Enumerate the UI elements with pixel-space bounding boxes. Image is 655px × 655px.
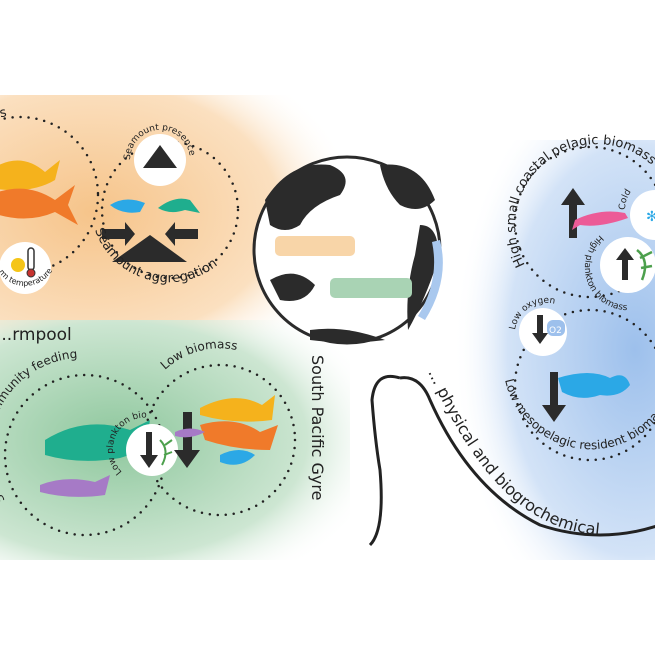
orange-tuna-icon bbox=[200, 421, 278, 450]
plankton-icon bbox=[159, 439, 173, 466]
upwelling-marker bbox=[418, 240, 443, 320]
connector-curve bbox=[399, 376, 655, 537]
connector-curve-left bbox=[368, 374, 401, 547]
north-america-landmass bbox=[380, 164, 435, 209]
arrow-down-icon bbox=[174, 412, 200, 468]
tunas-circle bbox=[0, 115, 100, 275]
arrow-right-icon bbox=[102, 222, 135, 246]
orange-tuna-icon bbox=[0, 185, 78, 225]
teal-fish-icon bbox=[158, 198, 200, 213]
thermometer-icon bbox=[27, 247, 35, 271]
warmpool-title: ...rmpool bbox=[0, 325, 72, 345]
arrow-down-icon bbox=[140, 432, 158, 468]
low-biomass-circle bbox=[143, 363, 297, 517]
antarctica-landmass bbox=[310, 328, 385, 343]
seamount-icon bbox=[143, 145, 177, 168]
snowflake-icon: ✻ bbox=[646, 209, 655, 225]
south-america-landmass bbox=[407, 225, 439, 330]
blue-fish-icon bbox=[110, 199, 145, 213]
sun-icon bbox=[11, 258, 25, 272]
oxygen-cloud-icon bbox=[547, 320, 565, 336]
yellow-tuna-icon bbox=[200, 395, 275, 422]
arrow-down-icon bbox=[542, 372, 566, 422]
coastal-pelagic-circle bbox=[513, 145, 655, 299]
oxygen-symbol: O2 bbox=[549, 326, 562, 336]
seamount-aggregation-icon bbox=[112, 235, 187, 262]
temperature-badge bbox=[0, 242, 51, 294]
arrow-up-icon bbox=[616, 248, 634, 280]
gyre-marker bbox=[330, 278, 412, 298]
pink-fish-icon bbox=[572, 211, 628, 230]
mesopelagic-circle bbox=[513, 308, 655, 462]
arrow-down-icon bbox=[532, 315, 548, 344]
plankton-icon bbox=[636, 249, 653, 281]
asia-landmass bbox=[265, 164, 346, 230]
warmpool-marker bbox=[275, 236, 355, 256]
purple-fish-icon bbox=[175, 428, 205, 438]
australia-landmass bbox=[270, 273, 315, 301]
blue-fish-icon bbox=[220, 450, 255, 465]
arrow-up-icon bbox=[561, 188, 585, 238]
anglerfish-icon bbox=[558, 373, 630, 398]
cold-badge bbox=[630, 190, 655, 240]
arrow-left-icon bbox=[165, 222, 198, 246]
globe bbox=[252, 155, 443, 345]
sailfish-icon bbox=[45, 420, 150, 461]
yellow-tuna-icon bbox=[0, 160, 60, 191]
gyre-title: South Pacific Gyre bbox=[308, 355, 327, 500]
purple-fish-icon bbox=[40, 475, 110, 497]
